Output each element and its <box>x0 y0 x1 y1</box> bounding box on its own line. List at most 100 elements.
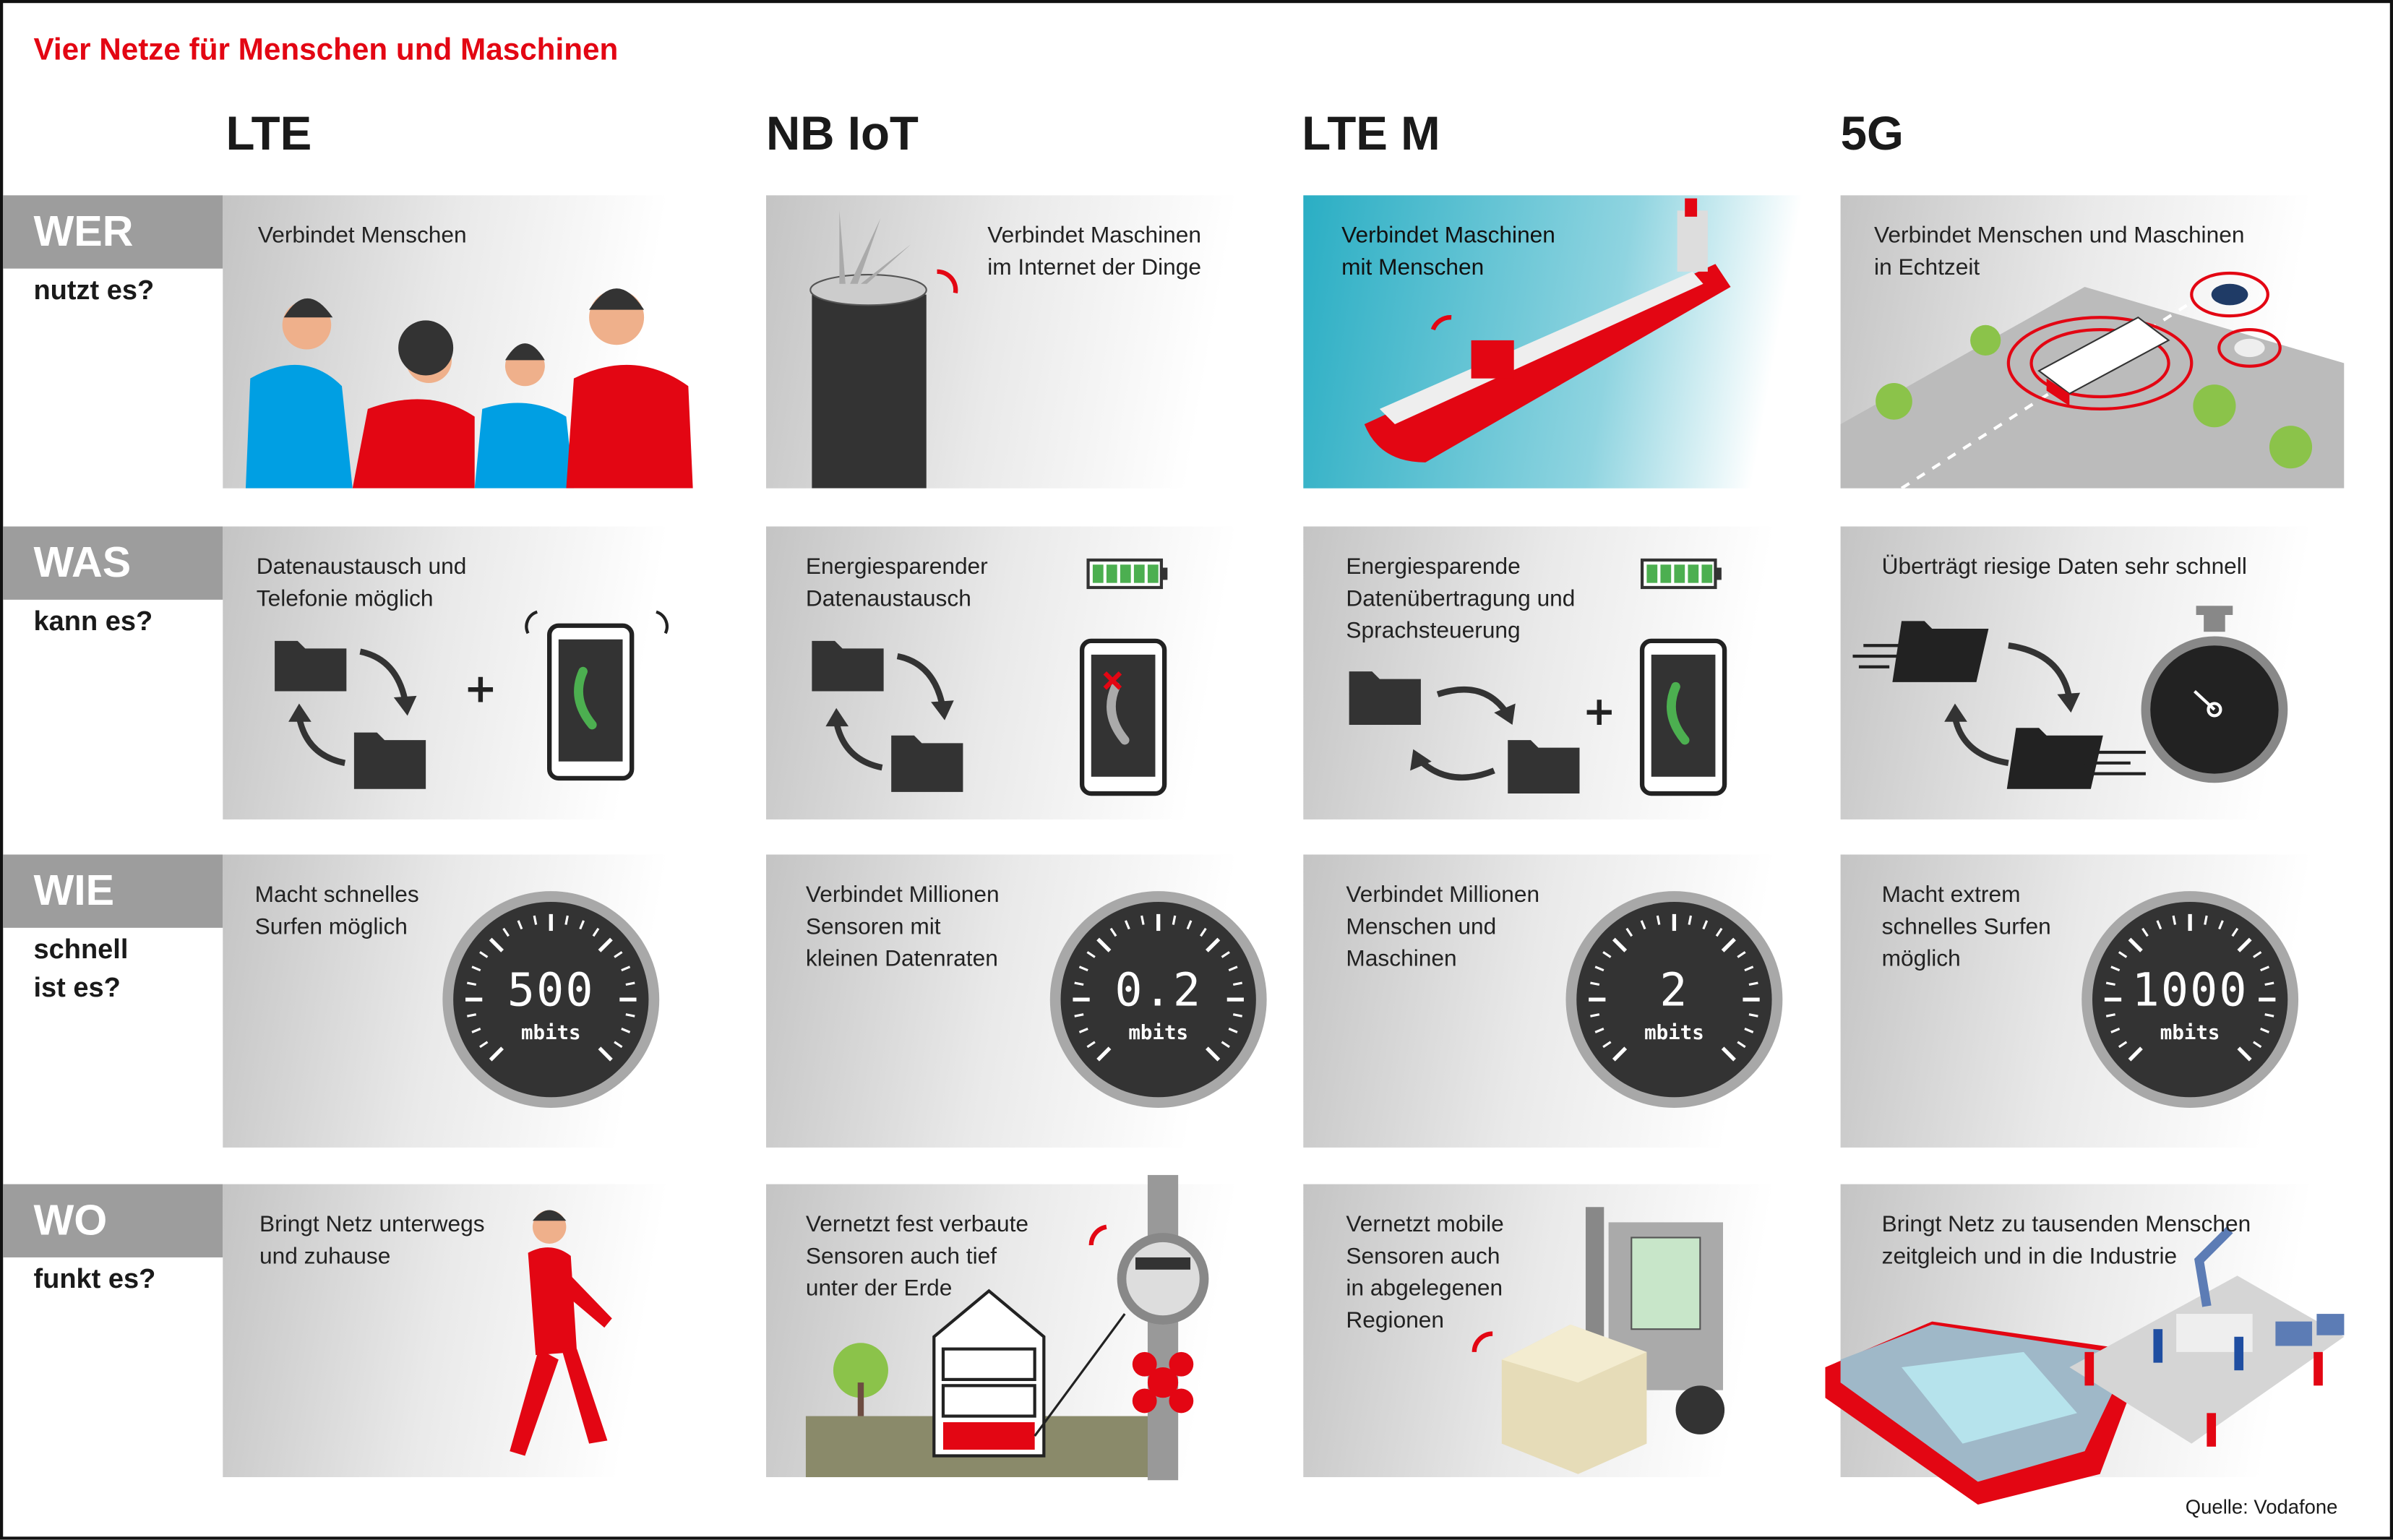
card-text: Verbindet Maschinen mit Menschen <box>1341 223 1555 281</box>
card-text: Verbindet Millionen Sensoren mit kleinen… <box>805 882 1000 973</box>
gauge-tick <box>2141 927 2149 937</box>
speedometer: 2 mbits <box>1565 891 1783 1109</box>
gauge-tick <box>621 965 631 972</box>
gauge-tick <box>1096 937 1112 952</box>
underground-meter-illustration <box>805 1174 1209 1481</box>
gauge-tick <box>489 1046 504 1062</box>
row-label-text: WIE <box>33 866 115 914</box>
gauge-tick <box>1109 927 1117 937</box>
gauge-tick <box>1702 920 1709 930</box>
card-ltem-was: + Energiesparende Datenübertragung und S… <box>1303 526 1808 820</box>
card-nbiot-wo: Vernetzt fest verbaute Sensoren auch tie… <box>766 1174 1270 1481</box>
gauge-tick <box>471 965 481 972</box>
gauge-tick <box>467 1013 477 1018</box>
card-text: Vernetzt mobile Sensoren auch in abgeleg… <box>1346 1211 1504 1334</box>
gauge-tick <box>2128 937 2143 952</box>
gauge-tick <box>579 920 585 930</box>
gauge-ticks <box>2104 913 2276 1062</box>
gauge-tick <box>517 920 523 930</box>
gauge-tick <box>1590 981 1600 986</box>
gauge-ticks <box>1589 913 1760 1062</box>
gauge-tick <box>1748 981 1758 986</box>
row-label-wer: WER <box>3 195 223 269</box>
gauge-tick <box>1078 965 1088 972</box>
folder-icon <box>1892 621 1989 682</box>
fast-transfer-icons <box>1852 606 2288 789</box>
gauge-tick <box>1612 937 1628 952</box>
gauge-tick <box>489 937 504 952</box>
card-text: Verbindet Millionen Menschen und Maschin… <box>1346 882 1540 973</box>
card-lte-was: + Datenaustausch und Telefonie möglich <box>223 526 696 820</box>
card-text: Datenaustausch und Telefonie möglich <box>256 554 467 612</box>
gauge-tick <box>1612 1046 1628 1062</box>
gauge-tick <box>2253 1041 2262 1049</box>
gauge-tick <box>467 981 477 986</box>
container-ship-illustration <box>1364 198 1731 463</box>
gauge-tick <box>533 915 538 925</box>
gauge-tick <box>1096 1046 1112 1062</box>
gauge-tick <box>1078 1028 1088 1033</box>
speed-unit: mbits <box>1128 1022 1189 1046</box>
gauge-tick <box>2105 1013 2115 1018</box>
gauge-ticks <box>465 913 637 1062</box>
folder-icon <box>812 640 884 692</box>
gauge-tick <box>1206 1046 1221 1062</box>
column-header-5g: 5G <box>1840 106 1904 160</box>
folder-icon <box>1508 740 1580 794</box>
card-5g-wer: Verbindet Menschen und Maschinen in Echt… <box>1840 195 2345 489</box>
gauge-tick <box>1602 1041 1612 1049</box>
gauge-tick <box>479 1041 489 1049</box>
gauge-tick <box>1086 1041 1096 1049</box>
gauge-tick <box>1172 915 1177 925</box>
speed-unit: mbits <box>2160 1022 2220 1046</box>
column-header-ltem: LTE M <box>1302 106 1440 160</box>
column-header-lte: LTE <box>225 106 312 160</box>
gauge-tick <box>614 1041 623 1049</box>
card-text: Bringt Netz unterwegs und zuhause <box>259 1211 485 1270</box>
gauge-tick <box>1086 951 1096 958</box>
gauge-tick <box>2110 1028 2121 1033</box>
gauge-tick <box>592 927 600 937</box>
card-ltem-wie: Verbindet Millionen Menschen und Maschin… <box>1303 854 1808 1148</box>
card-text: Vernetzt fest verbaute Sensoren auch tie… <box>805 1211 1029 1302</box>
gauge-tick <box>1140 915 1145 925</box>
card-ltem-wo: Vernetzt mobile Sensoren auch in abgeleg… <box>1303 1184 1808 1478</box>
gauge-tick <box>564 915 569 925</box>
forklift-illustration <box>1472 1207 1725 1474</box>
speed-unit: mbits <box>1644 1022 1704 1046</box>
card-5g-was: Überträgt riesige Daten sehr schnell <box>1840 526 2345 820</box>
gauge-tick <box>1744 1028 1754 1033</box>
gauge-tick <box>1221 951 1230 958</box>
card-nbiot-wer: Verbindet Maschinen im Internet der Ding… <box>766 195 1270 489</box>
folder-icon <box>1349 671 1421 726</box>
gauge-tick <box>479 951 489 958</box>
gauge-tick <box>598 1046 613 1062</box>
gauge-tick <box>1594 965 1604 972</box>
gauge-tick <box>1721 937 1736 952</box>
gauge-tick <box>471 1028 481 1033</box>
card-lte-wo: Bringt Netz unterwegs und zuhause <box>223 1184 696 1478</box>
card-lte-wer: Verbindet Menschen <box>223 195 696 489</box>
gauge-tick <box>1186 920 1193 930</box>
energy-saving-icons <box>812 558 1168 796</box>
speed-value: 500 <box>507 964 595 1018</box>
gauge-tick <box>1744 965 1754 972</box>
gauge-tick <box>2118 1041 2128 1049</box>
walking-man-illustration <box>510 1210 612 1456</box>
folder-icon <box>275 640 347 692</box>
gauge-tick <box>2110 965 2121 972</box>
gauge-tick <box>1715 927 1723 937</box>
gauge-tick <box>1074 981 1084 986</box>
energy-data-voice-icons: + <box>1349 558 1727 796</box>
gauge-tick <box>621 1028 631 1033</box>
gauge-tick <box>2204 915 2208 925</box>
row-label-was: WAS <box>3 526 223 600</box>
gauge-tick <box>1200 927 1207 937</box>
card-text: Energiesparende Datenübertragung und Spr… <box>1346 554 1576 645</box>
row-question: nutzt es? <box>33 275 155 306</box>
gauge-tick <box>598 937 613 952</box>
row-label-text: WER <box>33 207 134 255</box>
card-nbiot-was: Energiesparender Datenaustausch <box>766 526 1270 820</box>
gauge-tick <box>1602 951 1612 958</box>
